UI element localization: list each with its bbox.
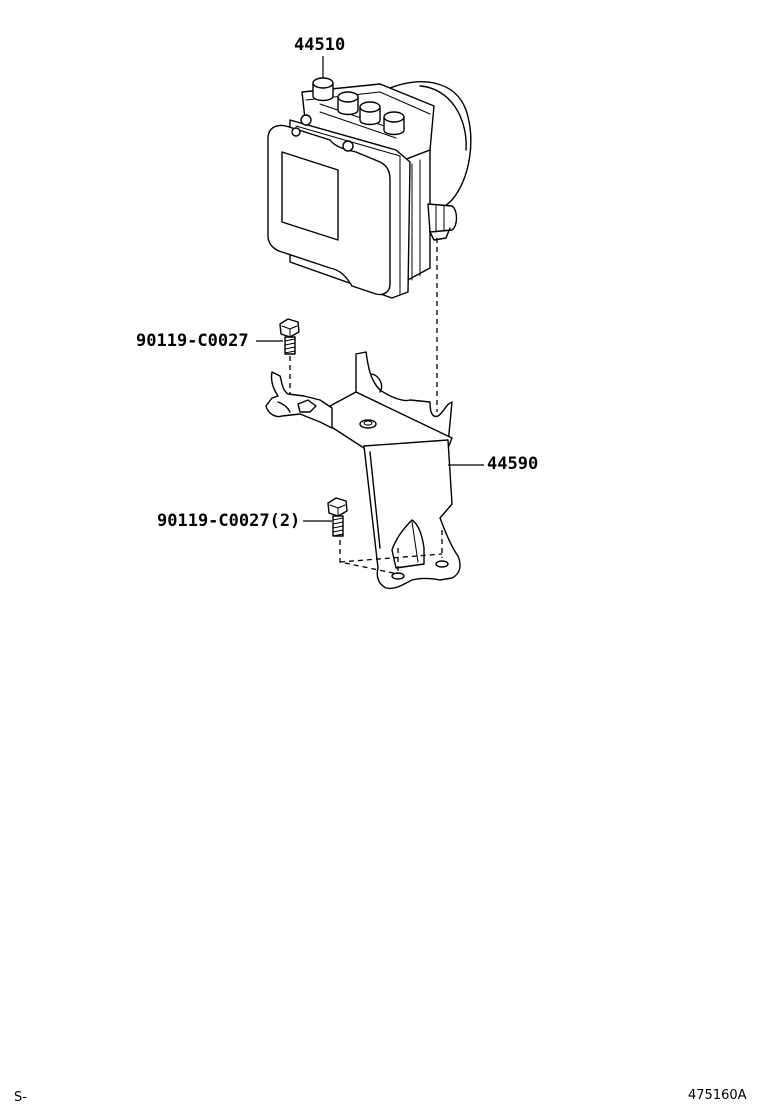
part-label-bolt-lower: 90119-C0027(2)	[157, 511, 301, 531]
part-label-44510: 44510	[294, 35, 346, 55]
bolt-icon	[327, 497, 348, 537]
alignment-line-bolt-lower-2	[339, 553, 443, 563]
part-label-bolt-upper: 90119-C0027	[136, 331, 249, 351]
abs-actuator-icon	[267, 77, 472, 299]
bolt-icon	[279, 318, 300, 355]
part-label-44590: 44590	[487, 454, 539, 474]
footer-left-code: S-	[14, 1090, 27, 1105]
bracket-icon	[265, 351, 461, 590]
illustration-id: 475160A	[688, 1088, 747, 1103]
